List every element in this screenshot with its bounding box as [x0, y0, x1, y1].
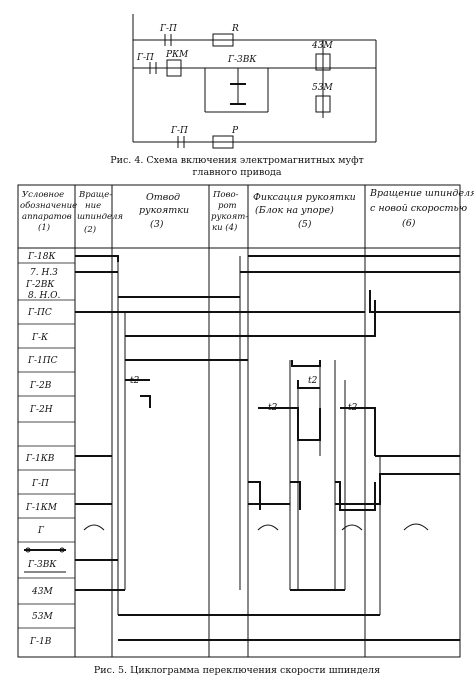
row-label-g2n: Г-2Н [29, 405, 53, 415]
header-col3-line: рукоят- [211, 212, 248, 222]
motor-arc-4 [403, 523, 429, 531]
timing-traces [75, 255, 460, 641]
header-col3-line: ки (4) [212, 222, 237, 233]
label-gp-top: Г-П [159, 24, 177, 34]
row-label-g2vk: Г-2ВК [25, 280, 55, 290]
header-col4-line: (Блок на упоре) [255, 205, 334, 216]
header-col3-line: рот [218, 201, 237, 211]
t2-label: t2 [268, 403, 278, 413]
motor-arc-1 [83, 524, 105, 531]
header-col5-line: Вращение шпинделя [369, 188, 474, 199]
trace-gp-c [335, 481, 376, 511]
header-col-0: Условное обозначение аппаратов (1) [20, 190, 77, 233]
row-label-gps: Г-ПС [27, 308, 52, 318]
switch-node-r [59, 547, 65, 553]
row-label-nz: 7. Н.З [30, 268, 58, 278]
row-label-43m: 43М [31, 587, 53, 597]
header-col-1: Враще- ние шпинделя (2) [77, 190, 123, 235]
header-col2-line: рукоятки [139, 205, 189, 216]
header-col4-line: Фиксация рукоятки [253, 192, 356, 203]
header-col5-line: (6) [402, 218, 416, 229]
header-col2-line: (3) [150, 219, 164, 230]
coil-53m [315, 95, 331, 113]
row-grid [18, 262, 75, 629]
trace-gp-b [290, 481, 301, 510]
label-43m: 43М [311, 41, 333, 51]
row-label-53m: 53М [32, 612, 53, 622]
header-col2-line: Отвод [146, 192, 180, 203]
trace-g1ps-b [291, 360, 321, 367]
header-col-5: Вращение шпинделя с новой скоростью (6) [369, 188, 474, 229]
label-gp-bot: Г-П [170, 126, 188, 136]
row-labels: Г-18К 7. Н.З Г-2ВК 8. Н.О. Г-ПС Г-К Г-1П… [25, 252, 61, 647]
figure5-caption: Рис. 5. Циклограмма переключения скорост… [94, 665, 380, 676]
header-col-2: Отвод рукоятки (3) [139, 192, 189, 230]
table-frame [17, 184, 461, 658]
row-label-g1kv: Г-1КВ [25, 454, 55, 464]
resistor-p [212, 135, 234, 149]
row-label-g1ps: Г-1ПС [27, 356, 58, 366]
header-col-3: Пово- рот рукоят- ки (4) [211, 190, 248, 233]
figure4-circuit: Г-П R Г-П РКМ Г-3ВК 43М 53М Г-П Р Рис. [110, 14, 377, 178]
row-label-g: Г [37, 526, 45, 536]
motor-arc-3 [341, 524, 363, 531]
figure4-caption-line2: главного привода [192, 167, 281, 178]
row-label-gp: Г-П [31, 479, 49, 489]
header-col1-line: шпинделя [77, 212, 123, 222]
t2-label: t2 [348, 403, 358, 413]
header-col0-line: обозначение [20, 200, 77, 211]
label-p: Р [231, 126, 239, 136]
row-label-g3vk: Г-3ВК [27, 560, 57, 570]
header-col4-line: (5) [298, 219, 312, 230]
label-rkm: РКМ [165, 50, 189, 60]
row-label-g1km: Г-1КМ [25, 503, 58, 513]
trace-g2n [140, 395, 151, 408]
row-label-g2v: Г-2В [29, 381, 52, 391]
header-col1-line: (2) [84, 224, 96, 235]
resistor-r [212, 33, 234, 47]
trace-g2n-c [340, 407, 376, 456]
header-col1-line: ние [85, 201, 101, 211]
row-label-g1v: Г-1В [29, 637, 52, 647]
header-col-4: Фиксация рукоятки (Блок на упоре) (5) [253, 192, 356, 230]
label-gp-mid: Г-П [136, 53, 154, 63]
header-col5-line: с новой скоростью [370, 203, 467, 214]
figure5-cyclogram: Условное обозначение аппаратов (1) Враще… [17, 184, 474, 676]
switch-node-l [25, 547, 31, 553]
t2-label: t2 [130, 376, 140, 386]
header-col1-line: Враще- [78, 190, 112, 200]
t2-markers: t2 t2 t2 t2 [130, 376, 358, 413]
row-label-gk: Г-К [31, 333, 49, 343]
trace-gp [248, 481, 261, 510]
trace-g1km-c [335, 473, 460, 505]
switch-symbol [24, 547, 66, 573]
label-zvk: Г-3ВК [227, 55, 257, 65]
row-label-no: 8. Н.О. [28, 291, 61, 301]
motor-arc-2 [257, 524, 279, 531]
coil-rkm [166, 59, 182, 77]
figure4-caption-line1: Рис. 4. Схема включения электромагнитных… [110, 155, 364, 166]
label-r: R [231, 24, 239, 34]
trace-gk [125, 300, 376, 337]
coil-43m [315, 53, 331, 71]
header-col0-line: Условное [22, 190, 64, 200]
row-label-g18k: Г-18К [27, 252, 56, 262]
t2-label: t2 [308, 376, 318, 386]
label-53m: 53М [312, 83, 333, 93]
header-col3-line: Пово- [212, 190, 239, 200]
header-col0-line: (1) [38, 222, 50, 233]
trace-gps-b [369, 290, 460, 313]
header-col0-line: аппаратов [22, 212, 72, 222]
